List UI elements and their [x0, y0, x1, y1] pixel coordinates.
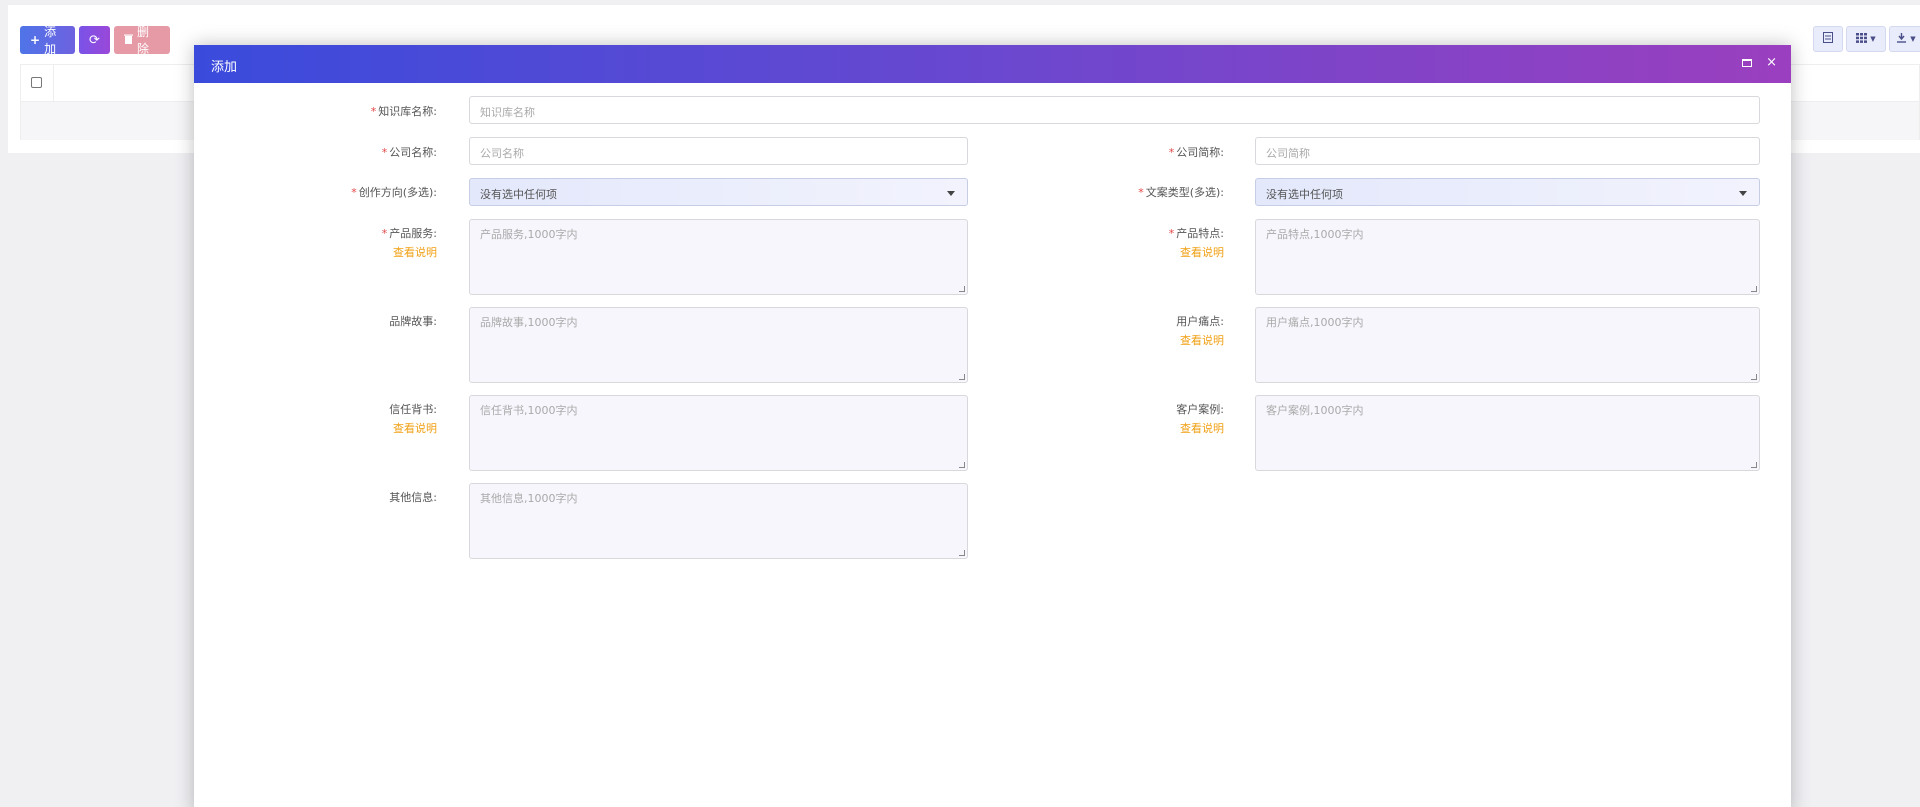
- trash-icon: [124, 33, 133, 47]
- kb-name-input[interactable]: 知识库名称: [469, 96, 1760, 124]
- brand-story-placeholder: 品牌故事,1000字内: [480, 316, 578, 329]
- close-icon[interactable]: ×: [1766, 55, 1777, 70]
- user-pain-help-link[interactable]: 查看说明: [1180, 334, 1224, 347]
- export-button[interactable]: ▼: [1889, 26, 1920, 52]
- other-info-placeholder: 其他信息,1000字内: [480, 492, 578, 505]
- add-dialog: 添加 × *知识库名称: 知识库名称 *公司名称: 公司名称 *公司简称: 公司…: [194, 45, 1791, 807]
- delete-button-label: 删除: [137, 25, 150, 56]
- product-features-help-link[interactable]: 查看说明: [1180, 246, 1224, 259]
- product-features-placeholder: 产品特点,1000字内: [1266, 228, 1364, 241]
- user-pain-placeholder: 用户痛点,1000字内: [1266, 316, 1364, 329]
- dialog-controls: ×: [1742, 56, 1777, 70]
- company-name-label: *公司名称:: [381, 146, 437, 159]
- resize-handle-icon[interactable]: [959, 374, 965, 380]
- maximize-icon[interactable]: [1742, 59, 1753, 67]
- product-features-textarea[interactable]: 产品特点,1000字内: [1255, 219, 1760, 295]
- trust-endorsement-label: 信任背书:: [389, 403, 437, 416]
- resize-handle-icon[interactable]: [1751, 374, 1757, 380]
- customer-cases-textarea[interactable]: 客户案例,1000字内: [1255, 395, 1760, 471]
- other-info-textarea[interactable]: 其他信息,1000字内: [469, 483, 968, 559]
- copy-type-value: 没有选中任何项: [1266, 188, 1343, 201]
- company-short-input[interactable]: 公司简称: [1255, 137, 1760, 165]
- trust-endorsement-placeholder: 信任背书,1000字内: [480, 404, 578, 417]
- customer-cases-placeholder: 客户案例,1000字内: [1266, 404, 1364, 417]
- product-features-label: *产品特点:: [1168, 227, 1224, 240]
- trust-endorsement-help-link[interactable]: 查看说明: [393, 422, 437, 435]
- delete-button[interactable]: 删除: [114, 25, 170, 56]
- resize-handle-icon[interactable]: [959, 550, 965, 556]
- column-divider: [53, 65, 54, 102]
- product-service-label: *产品服务:: [381, 227, 437, 240]
- columns-button[interactable]: ▼: [1846, 26, 1886, 52]
- resize-handle-icon[interactable]: [959, 286, 965, 292]
- export-icon: [1896, 32, 1907, 46]
- user-pain-textarea[interactable]: 用户痛点,1000字内: [1255, 307, 1760, 383]
- refresh-icon: ⟳: [89, 32, 100, 48]
- dialog-header: 添加 ×: [194, 45, 1791, 83]
- plus-icon: +: [30, 33, 41, 47]
- resize-handle-icon[interactable]: [959, 462, 965, 468]
- table-tools: ▼ ▼: [1813, 26, 1920, 52]
- brand-story-label: 品牌故事:: [389, 315, 437, 328]
- resize-handle-icon[interactable]: [1751, 462, 1757, 468]
- card-view-icon: [1823, 32, 1833, 46]
- dropdown-caret-icon: [947, 191, 955, 196]
- copy-type-select[interactable]: 没有选中任何项: [1255, 178, 1760, 206]
- toggle-view-button[interactable]: [1813, 26, 1843, 52]
- product-service-textarea[interactable]: 产品服务,1000字内: [469, 219, 968, 295]
- select-all-checkbox[interactable]: [31, 77, 42, 88]
- user-pain-label: 用户痛点:: [1176, 315, 1224, 328]
- chevron-down-icon: ▼: [1910, 35, 1916, 43]
- product-service-placeholder: 产品服务,1000字内: [480, 228, 578, 241]
- product-service-help-link[interactable]: 查看说明: [393, 246, 437, 259]
- resize-handle-icon[interactable]: [1751, 286, 1757, 292]
- creative-direction-value: 没有选中任何项: [480, 188, 557, 201]
- dialog-title: 添加: [211, 60, 238, 75]
- creative-direction-label: *创作方向(多选):: [351, 186, 437, 199]
- grid-icon: [1856, 32, 1868, 46]
- kb-name-label: *知识库名称:: [370, 105, 437, 118]
- table-toolbar: + 添加 ⟳ 删除: [20, 25, 170, 56]
- brand-story-textarea[interactable]: 品牌故事,1000字内: [469, 307, 968, 383]
- company-name-input[interactable]: 公司名称: [469, 137, 968, 165]
- company-short-label: *公司简称:: [1168, 146, 1224, 159]
- dropdown-caret-icon: [1739, 191, 1747, 196]
- add-button[interactable]: + 添加: [20, 25, 75, 56]
- refresh-button[interactable]: ⟳: [79, 26, 110, 54]
- chevron-down-icon: ▼: [1870, 35, 1876, 43]
- customer-cases-label: 客户案例:: [1176, 403, 1224, 416]
- creative-direction-select[interactable]: 没有选中任何项: [469, 178, 968, 206]
- add-button-label: 添加: [44, 25, 57, 56]
- customer-cases-help-link[interactable]: 查看说明: [1180, 422, 1224, 435]
- other-info-label: 其他信息:: [389, 491, 437, 504]
- copy-type-label: *文案类型(多选):: [1138, 186, 1224, 199]
- trust-endorsement-textarea[interactable]: 信任背书,1000字内: [469, 395, 968, 471]
